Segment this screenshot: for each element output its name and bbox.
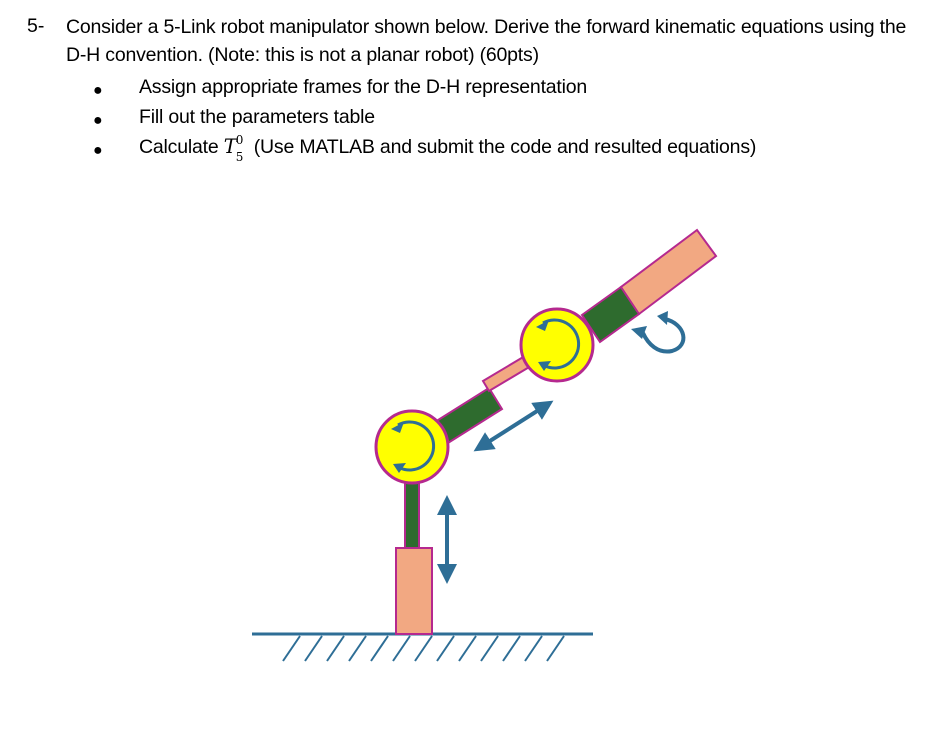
transform-subscript: 5 [235, 150, 244, 164]
revolute-joint-1 [374, 409, 450, 485]
end-link-tip [619, 228, 718, 316]
base-link [395, 547, 433, 635]
base-slider-rod [404, 474, 420, 549]
ground-hatching [282, 635, 565, 662]
revolute-joint-2 [519, 307, 595, 383]
question-text: Consider a 5-Link robot manipulator show… [66, 16, 907, 66]
prismatic-arrow-icon [473, 400, 554, 452]
ground [252, 632, 593, 662]
bullet-icon: ● [93, 112, 103, 129]
task-suffix: (Use MATLAB and submit the code and resu… [253, 136, 757, 158]
transform-superscript: 0 [235, 133, 244, 147]
question-number: 5- [27, 15, 45, 37]
task-text: Fill out the parameters table [139, 106, 375, 128]
task-prefix: Calculate [139, 136, 219, 158]
bullet-icon: ● [93, 82, 103, 99]
task-text: Assign appropriate frames for the D-H re… [139, 76, 588, 98]
bullet-icon: ● [93, 142, 103, 159]
roll-rotation-arrow-icon [631, 311, 686, 354]
transform-letter: T [223, 135, 237, 158]
